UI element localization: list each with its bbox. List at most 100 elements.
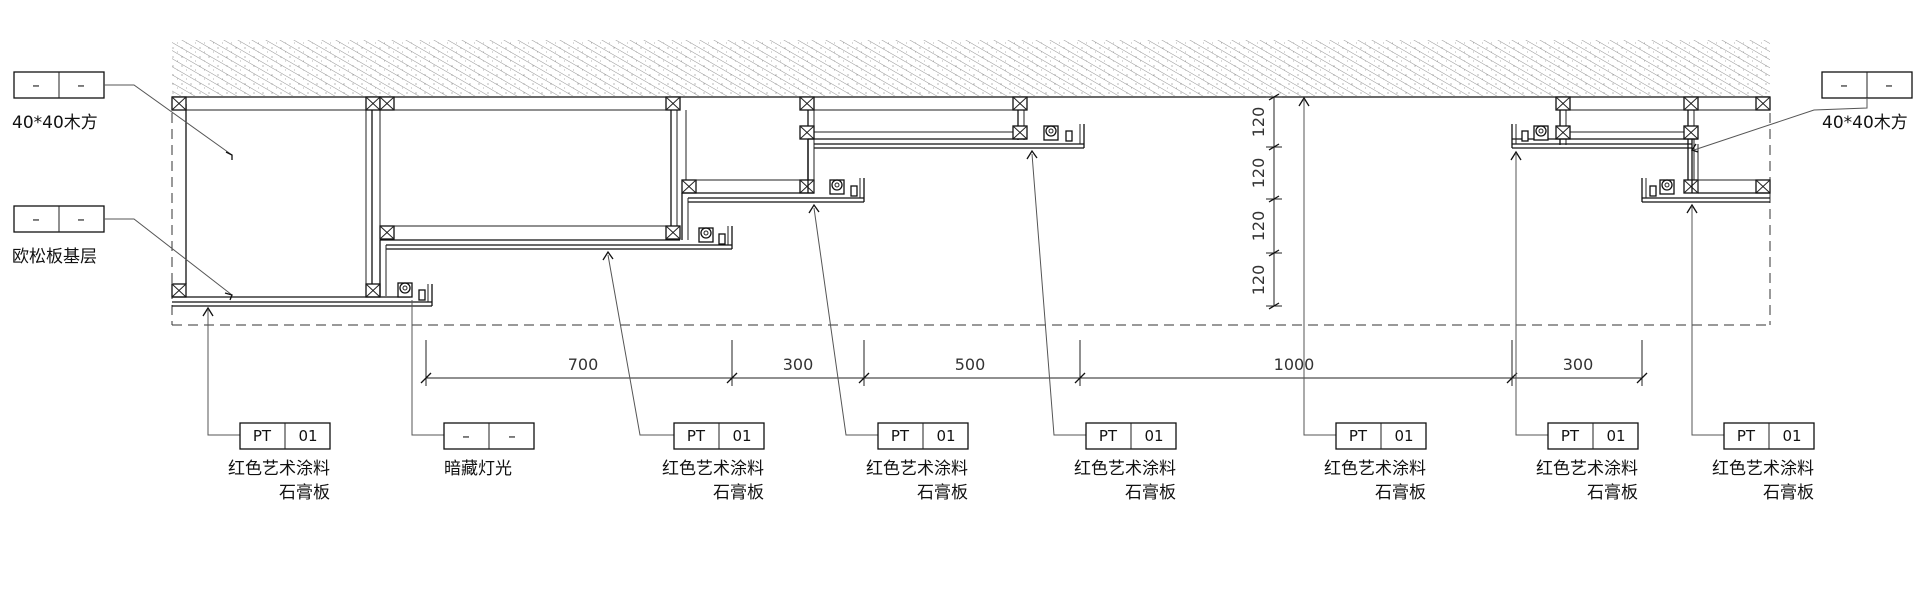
material-sublabel: 石膏板 bbox=[713, 482, 764, 503]
tag-number: – bbox=[77, 76, 85, 94]
frame-1 bbox=[185, 104, 381, 284]
timber-blocks bbox=[171, 96, 1771, 298]
tag-number: 01 bbox=[1144, 427, 1163, 445]
timber-block bbox=[665, 96, 681, 111]
frame-3 bbox=[685, 104, 815, 190]
bottom-callout-1: PT 01 红色艺术涂料 石膏板 bbox=[202, 306, 331, 503]
board-tier-6 bbox=[1641, 178, 1770, 203]
timber-block bbox=[1555, 125, 1571, 140]
concealed-lights bbox=[397, 125, 1675, 301]
tag-code: PT bbox=[1561, 427, 1580, 445]
material-label: 红色艺术涂料 bbox=[662, 459, 764, 479]
left-callout-1: – – 40*40木方 bbox=[12, 71, 233, 160]
timber-block bbox=[681, 179, 697, 194]
material-label: 红色艺术涂料 bbox=[1324, 459, 1426, 479]
tag-code: PT bbox=[1099, 427, 1118, 445]
horizontal-dimension-chain: 700 300 500 1000 300 bbox=[420, 340, 1648, 386]
horizontal-dimension-2: 300 bbox=[783, 355, 814, 374]
timber-block bbox=[1683, 125, 1699, 140]
material-label: 暗藏灯光 bbox=[444, 459, 512, 479]
material-sublabel: 石膏板 bbox=[279, 482, 330, 503]
timber-block bbox=[799, 179, 815, 194]
material-label: 红色艺术涂料 bbox=[1712, 459, 1814, 479]
led-light-icon bbox=[397, 282, 426, 301]
tag-code: PT bbox=[253, 427, 272, 445]
tag-number: 01 bbox=[732, 427, 751, 445]
timber-block bbox=[799, 96, 815, 111]
horizontal-dimension-5: 300 bbox=[1563, 355, 1594, 374]
right-callout: – – 40*40木方 bbox=[1690, 71, 1913, 153]
timber-block bbox=[171, 283, 187, 298]
callout-label: 欧松板基层 bbox=[12, 247, 97, 267]
bottom-callout-5: PT 01 红色艺术涂料 石膏板 bbox=[1026, 149, 1177, 503]
timber-block bbox=[799, 125, 815, 140]
material-label: 红色艺术涂料 bbox=[866, 459, 968, 479]
timber-frame bbox=[185, 104, 1770, 284]
vertical-dimension-2: 120 bbox=[1249, 158, 1268, 189]
tag-code: PT bbox=[1737, 427, 1756, 445]
horizontal-dimension-1: 700 bbox=[568, 355, 599, 374]
led-light-icon bbox=[1649, 179, 1675, 197]
tag-number: 01 bbox=[1606, 427, 1625, 445]
material-label: 红色艺术涂料 bbox=[1536, 459, 1638, 479]
bottom-callout-8: PT 01 红色艺术涂料 石膏板 bbox=[1686, 203, 1815, 503]
tag-code: – bbox=[32, 76, 40, 94]
frame-2 bbox=[379, 104, 678, 240]
timber-block bbox=[1755, 179, 1771, 194]
callout-label: 40*40木方 bbox=[1822, 113, 1908, 133]
bottom-callout-2: – – 暗藏灯光 bbox=[411, 300, 535, 479]
material-label: 红色艺术涂料 bbox=[1074, 459, 1176, 479]
board-tier-4 bbox=[807, 124, 1085, 193]
bottom-callout-4: PT 01 红色艺术涂料 石膏板 bbox=[808, 203, 969, 503]
material-label: 红色艺术涂料 bbox=[228, 459, 330, 479]
horizontal-dimension-3: 500 bbox=[955, 355, 986, 374]
gypsum-boards bbox=[172, 124, 1770, 307]
timber-block bbox=[379, 225, 395, 240]
tag-code: – bbox=[32, 210, 40, 228]
timber-block bbox=[171, 96, 187, 111]
left-callout-2: – – 欧松板基层 bbox=[12, 205, 233, 301]
concrete-slab bbox=[172, 40, 1770, 98]
tag-number: – bbox=[508, 427, 516, 445]
timber-block bbox=[365, 96, 381, 111]
vertical-dimension-3: 120 bbox=[1249, 211, 1268, 242]
material-sublabel: 石膏板 bbox=[1375, 482, 1426, 503]
tag-number: 01 bbox=[936, 427, 955, 445]
board-tier-1 bbox=[172, 284, 433, 307]
material-sublabel: 石膏板 bbox=[1763, 482, 1814, 503]
material-sublabel: 石膏板 bbox=[917, 482, 968, 503]
timber-block bbox=[665, 225, 681, 240]
reference-dashed-line bbox=[171, 97, 1771, 326]
led-light-icon bbox=[829, 179, 858, 197]
material-sublabel: 石膏板 bbox=[1125, 482, 1176, 503]
frame-4 bbox=[814, 104, 1025, 140]
led-light-icon bbox=[698, 227, 726, 245]
bottom-callout-3: PT 01 红色艺术涂料 石膏板 bbox=[602, 250, 765, 503]
vertical-dimension-1: 120 bbox=[1249, 107, 1268, 138]
tag-code: PT bbox=[687, 427, 706, 445]
timber-block bbox=[1683, 179, 1699, 194]
tag-code: – bbox=[1840, 76, 1848, 94]
board-tier-2 bbox=[379, 226, 733, 296]
vertical-dimension-chain: 120 120 120 120 bbox=[1249, 93, 1282, 310]
timber-block bbox=[1683, 96, 1699, 111]
tag-number: – bbox=[77, 210, 85, 228]
bottom-callout-7: PT 01 红色艺术涂料 石膏板 bbox=[1510, 150, 1639, 503]
timber-block bbox=[1012, 125, 1028, 140]
timber-block bbox=[1755, 96, 1771, 111]
tag-code: PT bbox=[1349, 427, 1368, 445]
tag-code: PT bbox=[891, 427, 910, 445]
tag-number: 01 bbox=[1782, 427, 1801, 445]
tag-number: 01 bbox=[298, 427, 317, 445]
led-light-icon bbox=[1521, 125, 1549, 142]
led-light-icon bbox=[1043, 125, 1073, 142]
tag-number: 01 bbox=[1394, 427, 1413, 445]
material-sublabel: 石膏板 bbox=[1587, 482, 1638, 503]
horizontal-dimension-4: 1000 bbox=[1274, 355, 1315, 374]
timber-block bbox=[1012, 96, 1028, 111]
tag-code: – bbox=[462, 427, 470, 445]
timber-block bbox=[379, 96, 395, 111]
timber-block bbox=[365, 283, 381, 298]
callout-label: 40*40木方 bbox=[12, 113, 98, 133]
